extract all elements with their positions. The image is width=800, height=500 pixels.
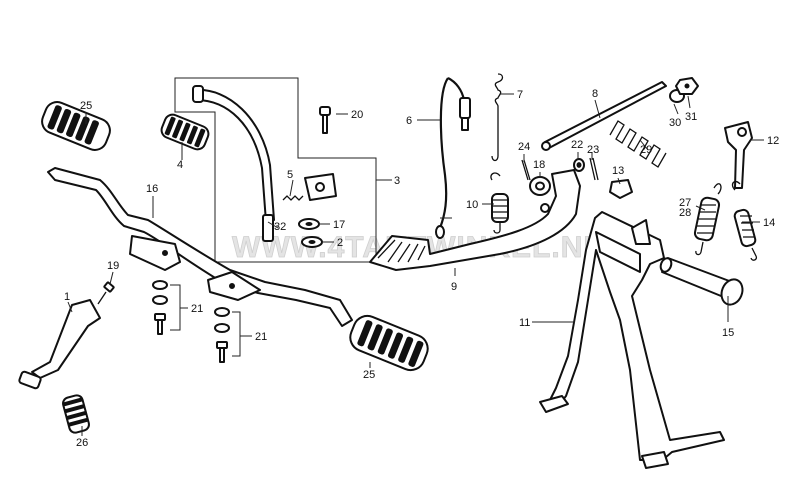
label-25-bottom: 25: [363, 369, 375, 381]
main-stand: [539, 211, 725, 469]
label-10: 10: [466, 199, 478, 211]
label-7: 7: [517, 89, 523, 101]
label-6: 6: [406, 115, 412, 127]
label-24: 24: [518, 141, 530, 153]
label-12: 12: [767, 135, 779, 147]
clamp-bracket: [304, 173, 337, 201]
washer-17: [298, 218, 320, 230]
label-17: 17: [333, 219, 345, 231]
brake-rod: [541, 81, 667, 151]
footpeg-rubber-left: [41, 101, 111, 151]
label-21-right: 21: [255, 331, 267, 343]
washers-21-right: [214, 307, 230, 363]
kick-lever: [18, 299, 101, 390]
label-18: 18: [533, 159, 545, 171]
label-22: 22: [571, 139, 583, 151]
nut-31: [675, 77, 699, 95]
label-21-left: 21: [191, 303, 203, 315]
cotter-pin-24: [521, 159, 531, 181]
footpeg-rubber-small: [160, 113, 210, 151]
label-30: 30: [669, 117, 681, 129]
pivot-shaft: [659, 257, 744, 306]
kick-rubber: [62, 394, 90, 434]
label-13: 13: [612, 165, 624, 177]
label-20: 20: [351, 109, 363, 121]
label-31: 31: [685, 111, 697, 123]
label-27: 27: [679, 197, 691, 209]
label-28: 28: [679, 207, 691, 219]
small-spring: [282, 195, 304, 201]
label-15: 15: [722, 327, 734, 339]
cap-13: [609, 179, 633, 199]
leader-lines: [67, 93, 764, 436]
label-1: 1: [64, 291, 70, 303]
washer-18: [529, 176, 551, 196]
footpeg-rubber-right: [349, 314, 429, 372]
label-23: 23: [587, 144, 599, 156]
label-11: 11: [519, 317, 530, 329]
washers-21-left: [152, 280, 168, 335]
label-32: 32: [274, 221, 286, 233]
spring-14: [731, 180, 758, 261]
label-29: 29: [640, 144, 652, 156]
label-16: 16: [146, 183, 158, 195]
label-14: 14: [763, 217, 775, 229]
label-3: 3: [394, 175, 400, 187]
washer-2: [301, 236, 323, 248]
spring-29: [609, 120, 667, 168]
washer-22: [573, 158, 585, 172]
brake-switch-cable: [435, 77, 471, 239]
label-4: 4: [177, 159, 183, 171]
pedal-arm: [192, 85, 275, 242]
label-2: 2: [337, 237, 343, 249]
bolt-19: [97, 281, 115, 305]
label-8: 8: [592, 88, 598, 100]
label-26: 26: [76, 437, 88, 449]
pin-23: [589, 157, 599, 181]
brake-pedal: [369, 169, 581, 271]
label-9: 9: [451, 281, 457, 293]
bolt-20: [319, 106, 331, 134]
spring-10: [490, 172, 509, 234]
label-5: 5: [287, 169, 293, 181]
label-25-top: 25: [80, 100, 92, 112]
footrest-bar: [47, 167, 353, 327]
spring-7: [491, 73, 504, 162]
spring-27: [693, 183, 722, 256]
stand-bracket: [724, 121, 753, 189]
label-19: 19: [107, 260, 119, 272]
